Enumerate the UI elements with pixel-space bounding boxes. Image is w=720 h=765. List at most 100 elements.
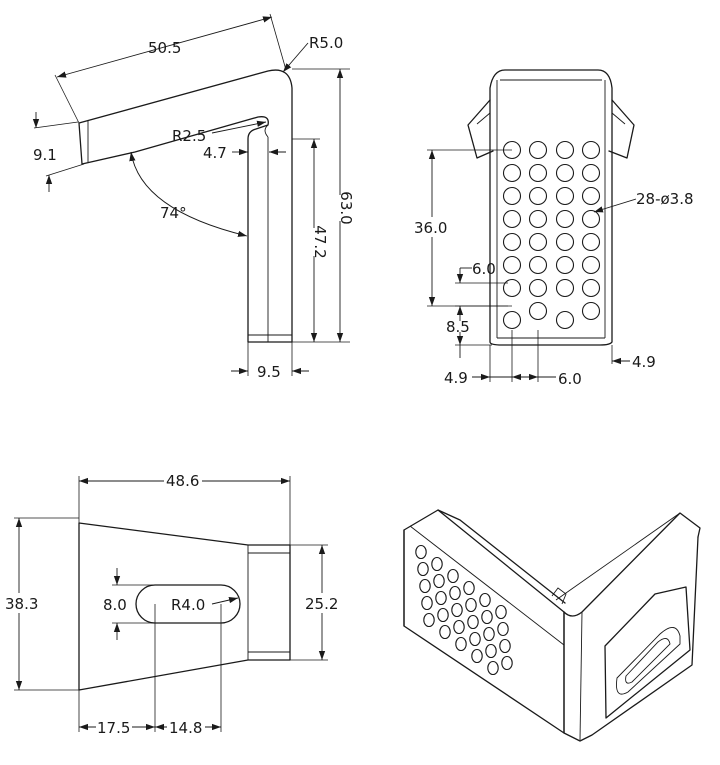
iso-perforation-hole xyxy=(423,612,435,628)
perforation-hole xyxy=(528,209,548,229)
dim-slot-length-label: 14.8 xyxy=(169,719,202,737)
dim-slot-radius: R2.5 xyxy=(172,120,267,145)
perforation-hole xyxy=(528,232,548,252)
iso-perforation-hole xyxy=(435,590,447,606)
perforation-hole xyxy=(502,310,522,330)
dim-thickness: 9.1 xyxy=(32,112,85,192)
side-view-outline xyxy=(78,69,293,343)
dim-leg-width: 9.5 xyxy=(231,342,309,381)
perforation-hole xyxy=(528,140,548,160)
isometric-view xyxy=(403,509,701,742)
iso-perforation-hole xyxy=(417,561,429,577)
perforation-hole xyxy=(502,209,522,229)
dim-pattern-height: 36.0 xyxy=(414,149,512,307)
iso-perforation-hole xyxy=(439,624,451,640)
top-view: 48.6 38.3 8.0 R4.0 25 xyxy=(4,470,342,737)
dim-leg-height: 47.2 xyxy=(292,138,329,342)
dim-side-margin-left-label: 4.9 xyxy=(444,369,468,387)
dim-bottom-offset-label: 8.5 xyxy=(446,318,470,336)
perforation-hole xyxy=(502,278,522,298)
iso-perforation-hole xyxy=(495,604,507,620)
dim-width-small: 25.2 xyxy=(290,544,342,661)
dim-angle-label: 74° xyxy=(160,204,187,222)
side-view: 50.5 R5.0 9.1 R2.5 4.7 74° xyxy=(32,13,355,381)
perforation-hole xyxy=(581,186,601,206)
dim-width-top-label: 50.5 xyxy=(148,39,181,57)
iso-perforation-hole xyxy=(453,619,465,635)
dim-bend-radius-label: R5.0 xyxy=(309,34,343,52)
dim-slot-offset: 4.7 xyxy=(203,144,286,162)
iso-hole-grid xyxy=(415,544,513,676)
iso-perforation-hole xyxy=(449,585,461,601)
dim-slot-radius-label: R2.5 xyxy=(172,127,206,145)
iso-perforation-hole xyxy=(499,638,511,654)
dim-width-small-label: 25.2 xyxy=(305,595,338,613)
dim-slot-width: 8.0 xyxy=(103,568,155,640)
iso-perforation-hole xyxy=(501,655,513,671)
iso-perforation-hole xyxy=(479,592,491,608)
perforation-hole xyxy=(555,186,575,206)
iso-perforation-hole xyxy=(487,660,499,676)
perforation-hole xyxy=(555,232,575,252)
perforation-hole xyxy=(555,278,575,298)
iso-perforation-hole xyxy=(469,631,481,647)
dim-width-large: 38.3 xyxy=(4,517,79,691)
dim-thickness-label: 9.1 xyxy=(33,146,57,164)
dim-row-pitch-label: 6.0 xyxy=(472,260,496,278)
dim-leg-height-label: 47.2 xyxy=(311,225,329,258)
dim-width-top: 50.5 xyxy=(54,13,287,124)
dim-column-pitch-label: 6.0 xyxy=(558,370,582,388)
dim-holes: 28-ø3.8 xyxy=(593,190,694,213)
perforation-hole xyxy=(581,209,601,229)
perforation-hole xyxy=(528,163,548,183)
dim-total-height: 63.0 xyxy=(292,68,355,343)
iso-perforation-hole xyxy=(463,580,475,596)
perforation-hole xyxy=(555,209,575,229)
perforation-hole xyxy=(528,186,548,206)
dim-row-pitch: 6.0 xyxy=(455,260,508,321)
hole-grid xyxy=(502,140,601,330)
perforation-hole xyxy=(502,232,522,252)
iso-perforation-hole xyxy=(419,578,431,594)
dim-total-height-label: 63.0 xyxy=(337,191,355,224)
perforation-hole xyxy=(502,163,522,183)
dim-slot-position: 17.5 14.8 xyxy=(78,604,222,737)
iso-perforation-hole xyxy=(431,556,443,572)
iso-perforation-hole xyxy=(437,607,449,623)
iso-perforation-hole xyxy=(447,568,459,584)
dim-length: 48.6 xyxy=(78,470,291,545)
perforation-hole xyxy=(581,301,601,321)
perforation-hole xyxy=(555,310,575,330)
iso-perforation-hole xyxy=(421,595,433,611)
perforation-hole xyxy=(581,255,601,275)
perforation-hole xyxy=(528,278,548,298)
iso-perforation-hole xyxy=(455,636,467,652)
perforation-hole xyxy=(555,163,575,183)
iso-perforation-hole xyxy=(483,626,495,642)
front-view: 28-ø3.8 36.0 6.0 8.5 xyxy=(414,69,694,388)
dim-slot-offset-label: 4.7 xyxy=(203,144,227,162)
dim-slot-radius-top: R4.0 xyxy=(171,596,239,614)
iso-perforation-hole xyxy=(433,573,445,589)
perforation-hole xyxy=(581,232,601,252)
dim-bend-radius: R5.0 xyxy=(282,34,343,73)
perforation-hole xyxy=(581,140,601,160)
iso-perforation-hole xyxy=(467,614,479,630)
perforation-hole xyxy=(555,140,575,160)
iso-perforation-hole xyxy=(485,643,497,659)
dim-side-margin-right-label: 4.9 xyxy=(632,353,656,371)
dim-bottom-chain: 4.9 6.0 4.9 xyxy=(444,330,656,388)
perforation-hole xyxy=(555,255,575,275)
dim-bottom-offset: 8.5 xyxy=(446,318,492,358)
dim-slot-x-label: 17.5 xyxy=(97,719,130,737)
dim-slot-radius-top-label: R4.0 xyxy=(171,596,205,614)
iso-perforation-hole xyxy=(497,621,509,637)
iso-perforation-hole xyxy=(481,609,493,625)
dim-leg-width-label: 9.5 xyxy=(257,363,281,381)
dim-length-label: 48.6 xyxy=(166,472,199,490)
iso-perforation-hole xyxy=(451,602,463,618)
perforation-hole xyxy=(581,163,601,183)
iso-perforation-hole xyxy=(471,648,483,664)
dim-pattern-height-label: 36.0 xyxy=(414,219,447,237)
